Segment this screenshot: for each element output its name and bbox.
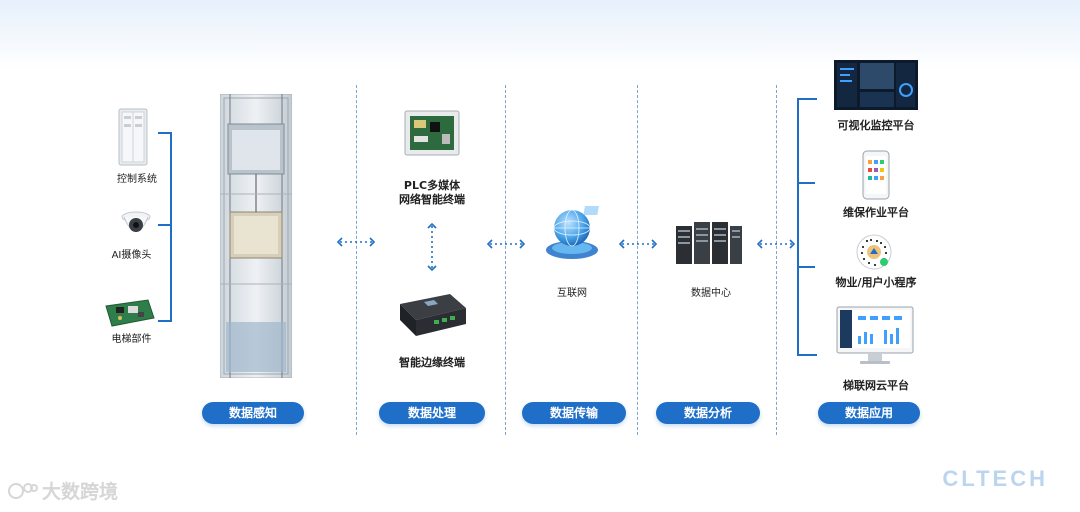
stage-data-analysis: 数据分析 — [656, 402, 760, 424]
header-background — [0, 0, 1080, 70]
ai-camera-icon — [120, 206, 152, 238]
column-separator — [776, 85, 777, 435]
stage-data-sensing: 数据感知 — [202, 402, 304, 424]
column-separator — [356, 85, 357, 435]
column-separator — [637, 85, 638, 435]
data-center-label: 数据中心 — [691, 288, 731, 299]
sensing-item-label: AI摄像头 — [111, 250, 152, 261]
watermark-text: 大数跨境 — [42, 481, 119, 503]
watermark: 大数跨境 — [8, 477, 118, 504]
application-item-label: 可视化监控平台 — [837, 119, 915, 132]
bidirectional-arrow-icon — [756, 234, 796, 253]
brand-logo: CLTECH — [942, 466, 1048, 491]
bidirectional-arrow-icon — [486, 234, 526, 253]
application-bracket — [797, 98, 817, 356]
application-item-label: 梯联网云平台 — [843, 379, 909, 392]
bracket-tick — [797, 266, 815, 268]
monitoring-dashboard-icon — [834, 60, 918, 110]
watermark-icon — [8, 481, 38, 501]
column-separator — [505, 85, 506, 435]
bracket-tick — [797, 182, 815, 184]
stage-data-application: 数据应用 — [818, 402, 920, 424]
sensing-item-label: 控制系统 — [117, 174, 157, 185]
elevator-shaft-image — [219, 93, 293, 379]
internet-globe-icon — [540, 200, 604, 268]
elevator-component-icon — [102, 298, 156, 328]
stage-data-processing: 数据处理 — [379, 402, 485, 424]
application-item-label: 维保作业平台 — [843, 206, 909, 219]
maintenance-app-phone-icon — [862, 150, 890, 200]
stage-data-transmission: 数据传输 — [522, 402, 626, 424]
sensing-item-label: 电梯部件 — [111, 334, 152, 345]
edge-terminal-label: 智能边缘终端 — [399, 356, 465, 369]
sensing-bracket — [158, 132, 172, 322]
bidirectional-arrow-icon — [618, 234, 658, 253]
bidirectional-arrow-icon — [336, 232, 376, 251]
vertical-bidirectional-arrow-icon — [427, 222, 437, 276]
plc-label-line1: PLC多媒体 — [403, 179, 461, 192]
cloud-platform-monitor-icon — [836, 306, 914, 366]
bracket-tick — [158, 224, 170, 226]
plc-terminal-icon — [404, 110, 460, 156]
internet-label: 互联网 — [557, 288, 587, 299]
control-system-icon — [118, 108, 148, 166]
application-item-label: 物业/用户小程序 — [835, 276, 917, 289]
plc-label-line2: 网络智能终端 — [399, 193, 465, 206]
edge-terminal-icon — [394, 290, 470, 340]
data-center-servers-icon — [674, 220, 744, 266]
mini-program-code-icon — [856, 234, 892, 270]
